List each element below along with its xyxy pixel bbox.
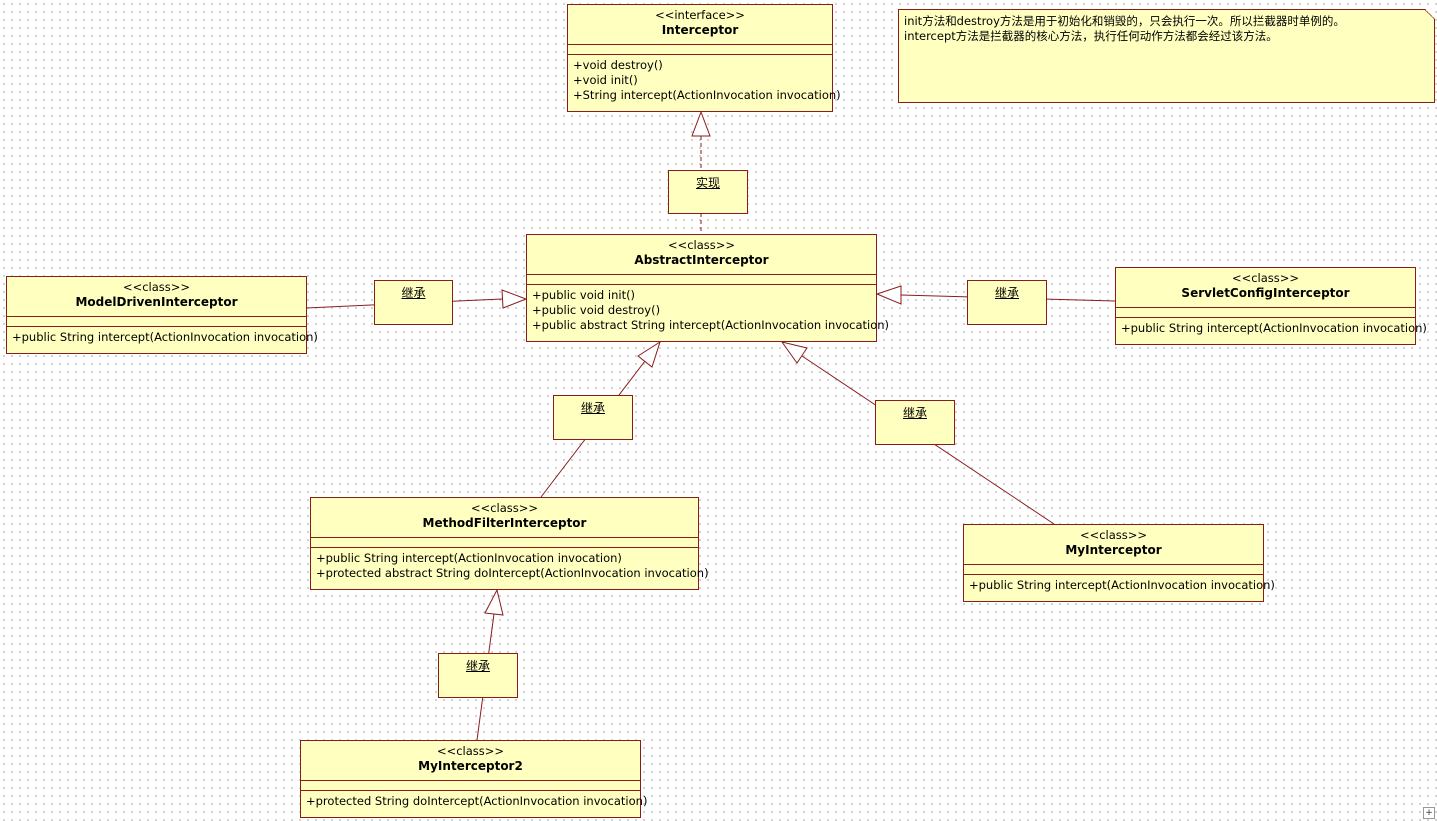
operation: +void init() bbox=[573, 73, 638, 87]
stereotype-label: <<class>> bbox=[1079, 528, 1148, 542]
relation-label-inherit-servlet-config[interactable]: 继承 bbox=[967, 280, 1047, 325]
class-my-interceptor2[interactable]: <<class>> MyInterceptor2 +protected Stri… bbox=[300, 740, 648, 818]
class-header: <<class>> ModelDrivenInterceptor bbox=[7, 277, 306, 317]
operation: +public String intercept(ActionInvocatio… bbox=[12, 330, 318, 344]
class-name: MethodFilterInterceptor bbox=[422, 516, 587, 530]
class-header: <<class>> MyInterceptor2 bbox=[301, 741, 640, 781]
operations-compartment: +void destroy() +void init() +String int… bbox=[568, 55, 841, 105]
operation: +public String intercept(ActionInvocatio… bbox=[969, 578, 1275, 592]
stereotype-label: <<class>> bbox=[667, 238, 736, 252]
attributes-compartment bbox=[301, 781, 640, 791]
class-servlet-config-interceptor[interactable]: <<class>> ServletConfigInterceptor +publ… bbox=[1115, 267, 1427, 345]
class-name: AbstractInterceptor bbox=[634, 253, 769, 267]
generalization-arrowhead-my-interceptor bbox=[780, 341, 808, 364]
attributes-compartment bbox=[568, 45, 832, 55]
operation: +public void init() bbox=[532, 288, 636, 302]
move-icon[interactable]: + bbox=[1423, 807, 1435, 819]
operation: +public String intercept(ActionInvocatio… bbox=[1121, 321, 1427, 335]
realization-arrowhead bbox=[691, 110, 711, 137]
attributes-compartment bbox=[527, 275, 876, 285]
relation-label-text: 继承 bbox=[465, 659, 490, 673]
stereotype-label: <<interface>> bbox=[655, 8, 745, 22]
operation: +String intercept(ActionInvocation invoc… bbox=[573, 88, 841, 102]
class-header: <<interface>> Interceptor bbox=[568, 5, 832, 45]
relation-label-text: 继承 bbox=[994, 286, 1019, 300]
generalization-arrowhead-servlet-config bbox=[875, 285, 902, 305]
attributes-compartment bbox=[1116, 308, 1415, 318]
relation-label-inherit-my-interceptor[interactable]: 继承 bbox=[875, 400, 955, 445]
note-line: intercept方法是拦截器的核心方法，执行任何动作方法都会经过该方法。 bbox=[904, 29, 1278, 43]
attributes-compartment bbox=[964, 565, 1263, 575]
class-header: <<class>> ServletConfigInterceptor bbox=[1116, 268, 1415, 308]
operation: +public String intercept(ActionInvocatio… bbox=[316, 551, 622, 565]
operation: +protected abstract String doIntercept(A… bbox=[316, 566, 709, 580]
note-line: init方法和destroy方法是用于初始化和销毁的，只会执行一次。所以拦截器时… bbox=[904, 14, 1345, 28]
generalization-arrowhead-my-interceptor2 bbox=[484, 588, 504, 616]
relation-label-realize[interactable]: 实现 bbox=[668, 170, 748, 214]
class-interceptor[interactable]: <<interface>> Interceptor +void destroy(… bbox=[567, 4, 841, 112]
class-model-driven-interceptor[interactable]: <<class>> ModelDrivenInterceptor +public… bbox=[6, 276, 318, 354]
relation-label-inherit-model-driven[interactable]: 继承 bbox=[374, 280, 453, 325]
stereotype-label: <<class>> bbox=[436, 744, 505, 758]
class-method-filter-interceptor[interactable]: <<class>> MethodFilterInterceptor +publi… bbox=[310, 497, 709, 590]
operations-compartment: +protected String doIntercept(ActionInvo… bbox=[301, 791, 648, 811]
generalization-arrowhead-method-filter bbox=[637, 340, 661, 368]
attributes-compartment bbox=[311, 538, 698, 548]
operations-compartment: +public String intercept(ActionInvocatio… bbox=[964, 575, 1275, 595]
class-name: MyInterceptor2 bbox=[418, 759, 523, 773]
relation-label-text: 继承 bbox=[902, 406, 927, 420]
class-my-interceptor[interactable]: <<class>> MyInterceptor +public String i… bbox=[963, 524, 1275, 602]
generalization-arrowhead-model-driven bbox=[501, 289, 528, 309]
attributes-compartment bbox=[7, 317, 306, 327]
stereotype-label: <<class>> bbox=[1231, 271, 1300, 285]
operations-compartment: +public String intercept(ActionInvocatio… bbox=[7, 327, 318, 347]
class-name: ModelDrivenInterceptor bbox=[75, 295, 238, 309]
operation: +protected String doIntercept(ActionInvo… bbox=[306, 794, 648, 808]
note-box[interactable]: init方法和destroy方法是用于初始化和销毁的，只会执行一次。所以拦截器时… bbox=[898, 9, 1435, 103]
operations-compartment: +public String intercept(ActionInvocatio… bbox=[311, 548, 709, 583]
operation: +public abstract String intercept(Action… bbox=[532, 318, 890, 332]
stereotype-label: <<class>> bbox=[122, 280, 191, 294]
operations-compartment: +public void init() +public void destroy… bbox=[527, 285, 890, 335]
relation-label-inherit-method-filter[interactable]: 继承 bbox=[553, 395, 633, 440]
relation-label-inherit-my-interceptor2[interactable]: 继承 bbox=[438, 653, 518, 698]
class-name: ServletConfigInterceptor bbox=[1181, 286, 1350, 300]
class-name: MyInterceptor bbox=[1065, 543, 1162, 557]
class-name: Interceptor bbox=[661, 23, 739, 37]
class-header: <<class>> AbstractInterceptor bbox=[527, 235, 876, 275]
class-header: <<class>> MethodFilterInterceptor bbox=[311, 498, 698, 538]
relation-label-text: 继承 bbox=[580, 401, 605, 415]
operation: +public void destroy() bbox=[532, 303, 661, 317]
class-abstract-interceptor[interactable]: <<class>> AbstractInterceptor +public vo… bbox=[526, 234, 890, 342]
class-header: <<class>> MyInterceptor bbox=[964, 525, 1263, 565]
operation: +void destroy() bbox=[573, 58, 663, 72]
relation-label-text: 继承 bbox=[401, 286, 426, 300]
operations-compartment: +public String intercept(ActionInvocatio… bbox=[1116, 318, 1427, 338]
stereotype-label: <<class>> bbox=[470, 501, 539, 515]
relation-label-text: 实现 bbox=[695, 176, 720, 190]
note-fold-corner bbox=[1425, 9, 1435, 19]
